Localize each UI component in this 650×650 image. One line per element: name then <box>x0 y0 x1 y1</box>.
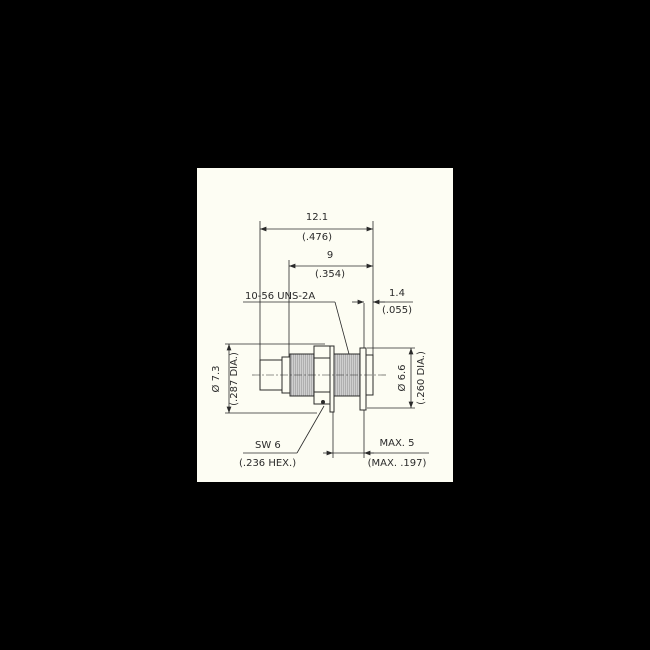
dim-thread-inch: (.354) <box>315 269 345 280</box>
dim-panel-max-inch: (MAX. .197) <box>368 458 427 469</box>
dim-flange-dia-inch: (.260 DIA.) <box>416 351 427 405</box>
connector-drawing: 12.1 (.476) 9 (.354) 10-56 UNS-2A 1.4 (.… <box>210 212 429 469</box>
dim-hex-inch: (.236 HEX.) <box>239 458 296 469</box>
dim-flange-dia-mm: Ø 6.6 <box>396 365 408 392</box>
dim-panel-max-mm: MAX. 5 <box>379 438 414 449</box>
dim-hex-mm: SW 6 <box>255 440 281 451</box>
technical-drawing-panel: 12.1 (.476) 9 (.354) 10-56 UNS-2A 1.4 (.… <box>197 168 453 482</box>
dim-flange-thk-mm: 1.4 <box>389 288 405 299</box>
dim-body-dia-mm: Ø 7.3 <box>210 366 222 393</box>
dim-overall-inch: (.476) <box>302 232 332 243</box>
dim-thread-mm: 9 <box>327 250 333 261</box>
dim-flange-thk-inch: (.055) <box>382 305 412 316</box>
thread-spec: 10-56 UNS-2A <box>245 291 315 302</box>
dim-overall-mm: 12.1 <box>306 212 328 223</box>
dim-body-dia-inch: (.287 DIA.) <box>229 352 240 406</box>
